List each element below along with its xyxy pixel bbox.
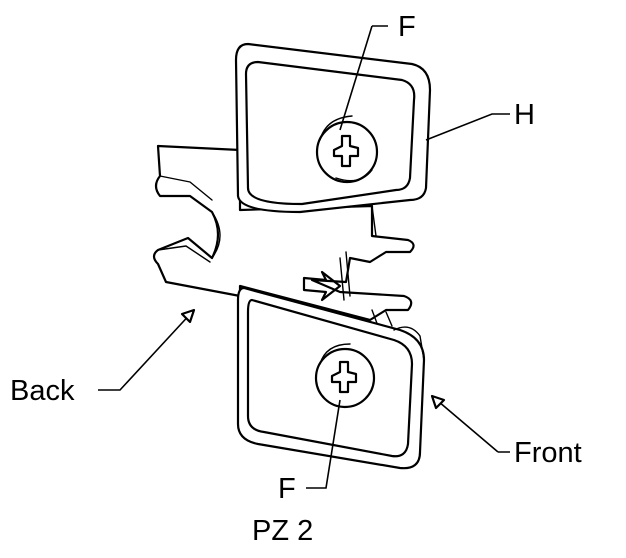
label-f-top: F xyxy=(398,11,416,43)
leader-f-top xyxy=(339,25,388,131)
back-plate xyxy=(152,144,415,327)
label-f-bottom: F xyxy=(278,473,296,505)
label-h: H xyxy=(514,99,535,131)
screw-top xyxy=(315,115,379,184)
leader-h xyxy=(425,113,510,141)
leader-f-bottom xyxy=(306,399,341,489)
leader-back xyxy=(98,309,195,391)
leader-front xyxy=(431,395,510,453)
arrow-back xyxy=(180,308,196,324)
arrow-front xyxy=(430,394,446,410)
label-back: Back xyxy=(10,375,75,407)
label-tool: PZ 2 xyxy=(252,515,313,547)
label-front: Front xyxy=(514,437,582,469)
screw-bottom xyxy=(314,343,376,409)
